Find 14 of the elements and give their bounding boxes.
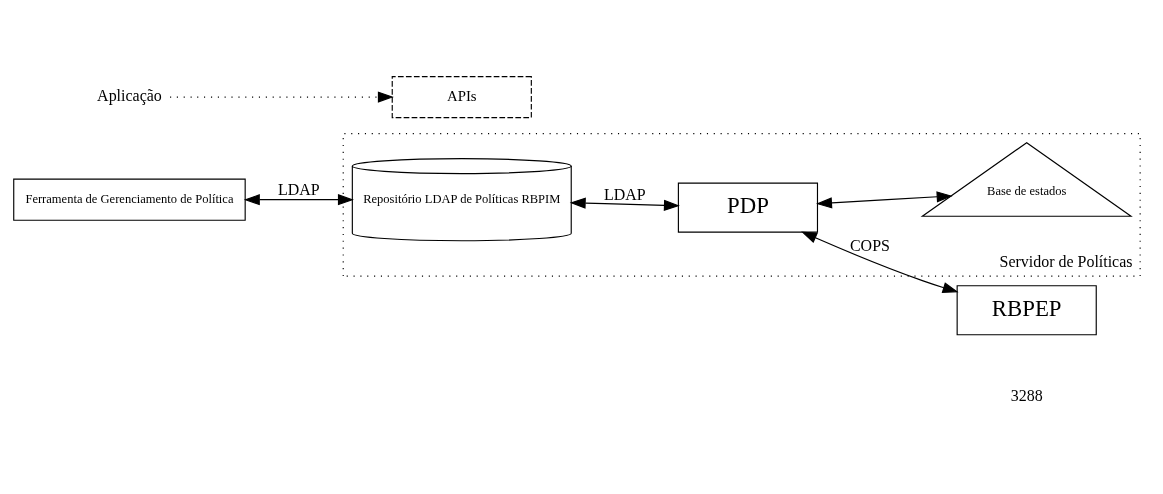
node-text: Aplicação <box>97 87 162 105</box>
arrow <box>801 231 959 293</box>
arrow <box>816 191 953 209</box>
edge-label: COPS <box>849 237 890 255</box>
arrow <box>243 194 354 206</box>
arrow <box>169 91 394 103</box>
arrow <box>569 197 680 211</box>
edge-label: LDAP <box>603 185 646 203</box>
edge-label: LDAP <box>277 181 320 199</box>
node-box: APIs <box>391 76 532 119</box>
node-box: Ferramenta de Gerenciamento de Política <box>13 178 246 221</box>
node-box: RBPEP <box>956 285 1097 336</box>
node-box: PDP <box>677 182 819 233</box>
label: 3288 <box>1010 387 1043 405</box>
